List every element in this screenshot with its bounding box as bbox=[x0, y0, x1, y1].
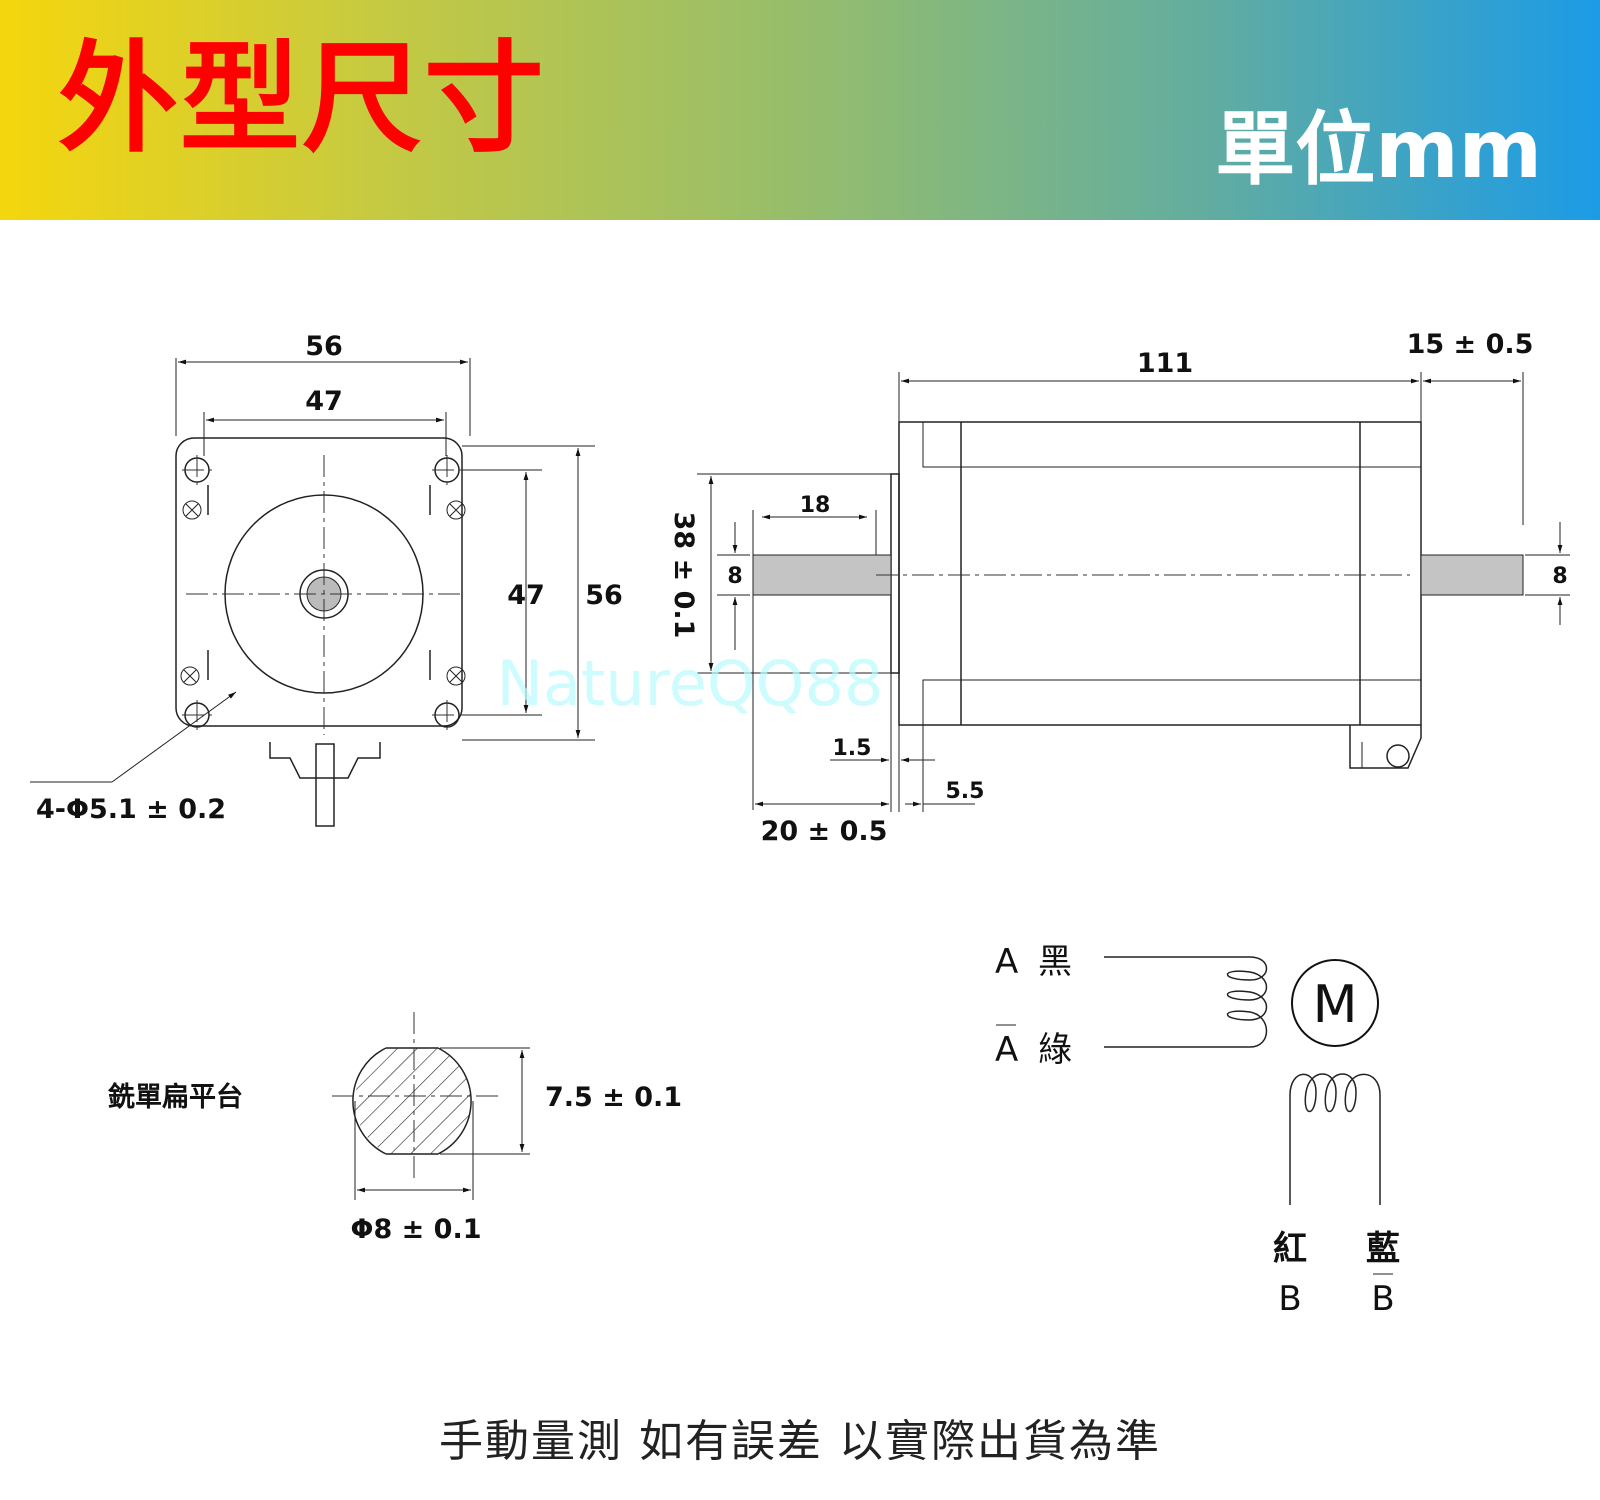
header-banner: 外型尺寸 單位mm bbox=[0, 0, 1600, 220]
dim-front-shaft-length: 20 ± 0.5 bbox=[761, 816, 888, 847]
motor-symbol: M bbox=[1313, 975, 1358, 1035]
unit-label: 單位mm bbox=[1215, 103, 1542, 196]
flat-section-label: 銑單扁平台 bbox=[107, 1081, 243, 1113]
dim-mounting-holes: 4-Φ5.1 ± 0.2 bbox=[36, 794, 226, 825]
wire-a-label: A bbox=[995, 942, 1018, 982]
dim-boss-diameter: 38 ± 0.1 bbox=[668, 512, 699, 639]
wire-a-bar-label: A bbox=[995, 1030, 1018, 1070]
dim-height-inner: 47 bbox=[507, 580, 545, 611]
wire-b-color: 紅 bbox=[1273, 1229, 1307, 1269]
watermark: NatureQQ88 bbox=[497, 647, 884, 720]
dim-body-length: 111 bbox=[1137, 348, 1193, 379]
wire-b-label: B bbox=[1278, 1279, 1301, 1319]
dim-flange: 5.5 bbox=[946, 779, 985, 804]
dim-height-outer: 56 bbox=[585, 580, 623, 611]
flat-section-view: 7.5 ± 0.1 Φ8 ± 0.1 銑單扁平台 bbox=[107, 1012, 682, 1245]
dim-rear-shaft: 15 ± 0.5 bbox=[1407, 329, 1534, 360]
measurement-disclaimer: 手動量測 如有誤差 以實際出貨為準 bbox=[439, 1416, 1161, 1467]
wire-a-color: 黑 bbox=[1038, 942, 1072, 982]
dim-flat-height: 7.5 ± 0.1 bbox=[545, 1082, 682, 1113]
dim-front-shaft-dia: 8 bbox=[727, 564, 742, 589]
page-title: 外型尺寸 bbox=[58, 30, 546, 169]
dim-flat-diameter: Φ8 ± 0.1 bbox=[351, 1214, 482, 1245]
wire-b-bar-label: B bbox=[1371, 1279, 1394, 1319]
dim-boss-height: 1.5 bbox=[833, 736, 872, 761]
side-view: 111 15 ± 0.5 38 ± 0.1 18 8 8 1.5 5.5 20 … bbox=[497, 329, 1570, 847]
dim-width-outer: 56 bbox=[305, 331, 343, 362]
dim-rear-shaft-dia: 8 bbox=[1552, 564, 1567, 589]
dim-width-inner: 47 bbox=[305, 386, 343, 417]
dim-flat-length: 18 bbox=[800, 493, 831, 518]
front-view: 56 47 56 47 4-Φ5.1 ± 0.2 bbox=[30, 331, 623, 827]
wiring-diagram: A 黑 A 綠 M 紅 B 藍 B bbox=[995, 942, 1400, 1319]
wire-b-bar-color: 藍 bbox=[1366, 1229, 1400, 1269]
wire-a-bar-color: 綠 bbox=[1038, 1030, 1072, 1070]
